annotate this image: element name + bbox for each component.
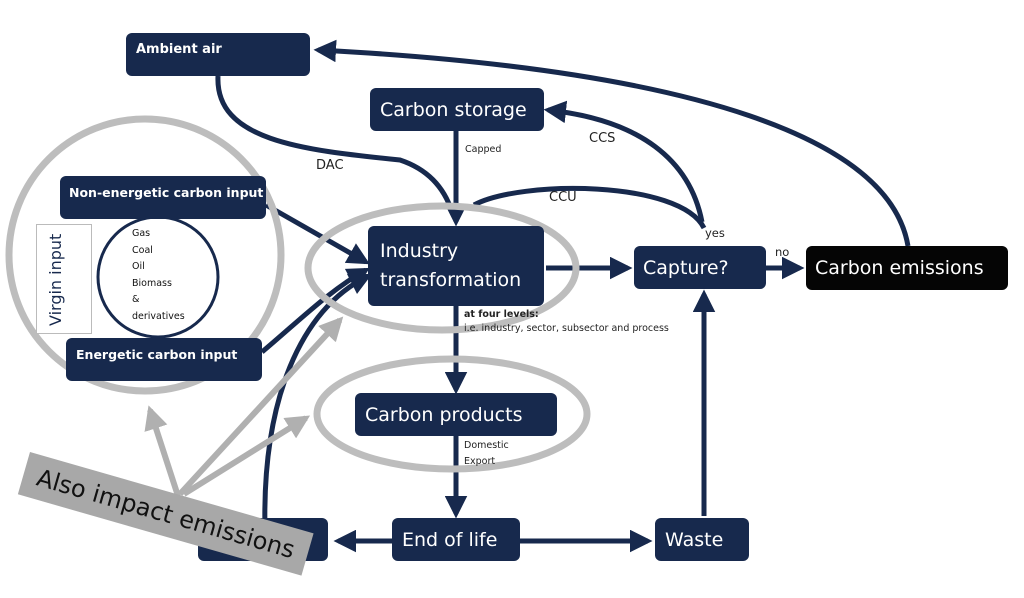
node-label: Ambient air <box>136 42 222 57</box>
node-waste[interactable]: Waste <box>655 518 749 561</box>
source-item: Oil <box>132 261 145 272</box>
label-no: no <box>775 245 790 259</box>
node-carbon-storage[interactable]: Carbon storage <box>370 88 544 131</box>
node-label: Carbon products <box>365 403 523 426</box>
node-label: Energetic carbon input <box>76 347 238 362</box>
node-energetic-input[interactable]: Energetic carbon input <box>66 338 262 381</box>
node-label: Carbon emissions <box>815 257 984 279</box>
node-label: Capture? <box>643 256 729 279</box>
edge-ccs <box>543 100 705 223</box>
label-dac: DAC <box>316 158 344 173</box>
highlight-industry <box>304 202 580 334</box>
label-four-levels-detail: i.e. industry, sector, subsector and pro… <box>464 323 669 334</box>
label-ccu: CCU <box>549 190 577 205</box>
node-label: Waste <box>665 528 724 551</box>
node-end-of-life[interactable]: End of life <box>392 518 520 561</box>
label-ccs: CCS <box>589 131 616 146</box>
callout-arrow-industry <box>177 316 344 497</box>
virgin-input-box <box>36 224 92 334</box>
edge-recycle-to-industry <box>262 273 373 531</box>
source-item: & <box>132 294 140 305</box>
highlight-products <box>313 355 591 473</box>
node-label: Non-energetic carbon input <box>69 185 264 200</box>
highlight-virgin-input <box>5 115 285 395</box>
node-non-energetic-input[interactable]: Non-energetic carbon input <box>60 176 266 219</box>
edge-ambient-dac <box>215 75 455 213</box>
source-item: Gas <box>132 228 151 239</box>
node-capture[interactable]: Capture? <box>634 246 766 289</box>
node-industry-transformation[interactable]: Industry transformation <box>368 226 544 306</box>
edge-emissions-to-ambient <box>313 39 911 247</box>
callout-arrow-products <box>182 415 311 497</box>
source-item: Biomass <box>132 277 172 289</box>
label-domestic: Domestic <box>464 440 509 451</box>
node-label: End of life <box>402 528 498 551</box>
label-four-levels-title: at four levels: <box>464 309 539 320</box>
label-yes: yes <box>705 226 725 240</box>
edge-nonenergetic-to-industry <box>264 202 370 265</box>
node-label-line1: Industry <box>380 240 459 262</box>
callout-arrow-virgin <box>144 405 181 497</box>
label-export: Export <box>464 456 496 467</box>
label-capped: Capped <box>465 144 502 155</box>
source-item: Coal <box>132 244 153 256</box>
node-ambient-air[interactable]: Ambient air <box>126 33 310 76</box>
node-label: Carbon storage <box>380 98 527 121</box>
node-label-line2: transformation <box>380 269 522 291</box>
node-carbon-emissions[interactable]: Carbon emissions <box>806 246 1008 290</box>
virgin-sources-list: Gas Coal Oil Biomass & derivatives <box>132 226 185 325</box>
edge-ccu <box>472 185 707 230</box>
node-carbon-products[interactable]: Carbon products <box>355 393 557 436</box>
source-item: derivatives <box>132 310 185 322</box>
virgin-input-label: Virgin input <box>46 233 65 326</box>
